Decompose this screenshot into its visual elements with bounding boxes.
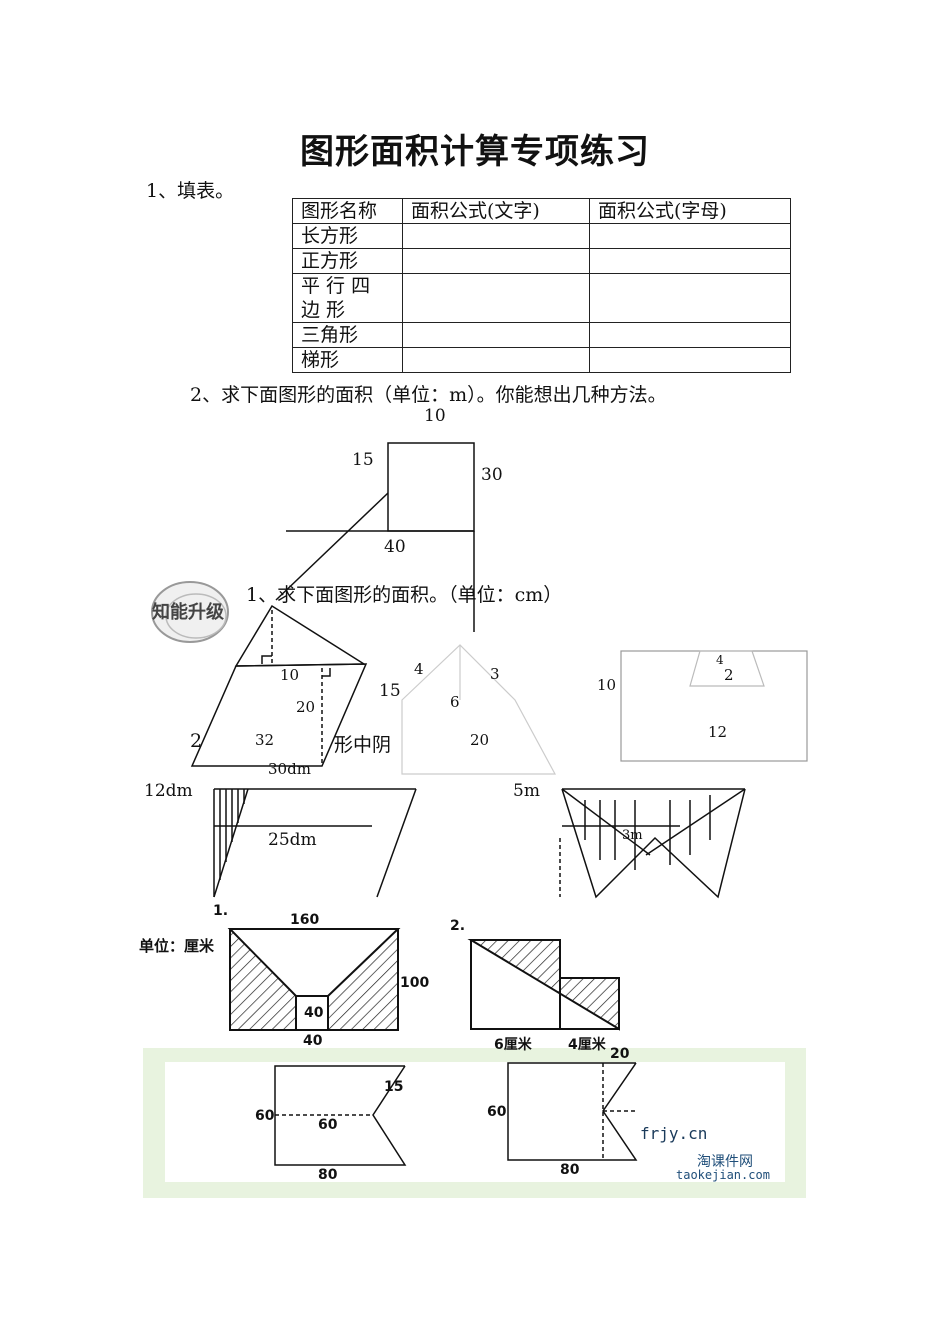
white-inner-panel	[165, 1062, 785, 1182]
table-cell[interactable]	[589, 322, 791, 348]
q6a-dim-80: 80	[318, 1167, 338, 1183]
q6a-dim-60-left: 60	[255, 1108, 275, 1124]
q3f2-dim-20: 20	[470, 731, 490, 749]
table-row: 长方形	[292, 223, 791, 249]
q5f1-dim-100: 100	[400, 975, 430, 991]
q4a-dim-12dm: 12dm	[144, 781, 193, 801]
q4b-zigzag	[561, 788, 746, 899]
q4b-dim-3m: 3m	[622, 828, 643, 843]
q3-parallelogram	[190, 663, 368, 767]
table-cell[interactable]	[402, 248, 590, 274]
table-cell[interactable]	[589, 248, 791, 274]
q3f2-dim-3: 3	[490, 665, 500, 683]
q5f2-dim-6cm: 6厘米	[494, 1037, 532, 1053]
q3f2-dim-15: 15	[379, 681, 401, 701]
q3-figure-2	[401, 644, 557, 775]
q3f3-dim-12: 12	[708, 723, 728, 741]
q5f1-dim-160: 160	[290, 912, 320, 928]
q4b-diag	[561, 788, 651, 856]
table-cell: 平 行 四 边 形	[292, 273, 403, 323]
q6b-outline	[507, 1062, 638, 1161]
logo-title: 淘课件网	[697, 1154, 753, 1170]
q4a-diagonal	[213, 788, 249, 898]
q2-diagonal-line	[275, 492, 389, 601]
q5f2-dim-4cm: 4厘米	[568, 1037, 606, 1053]
q3-figure-1	[190, 604, 368, 767]
q6a-outline	[274, 1065, 407, 1166]
table-cell: 三角形	[292, 322, 403, 348]
question-4-label-a: 2	[190, 730, 203, 752]
q4a-dim-25dm: 25dm	[268, 830, 317, 850]
q4a-right-line	[376, 788, 417, 898]
question-1-label: 1、填表。	[146, 180, 235, 202]
q3f3-dim-2: 2	[724, 666, 734, 684]
q3f2-dim-4: 4	[414, 660, 424, 678]
q6b-dim-20: 20	[610, 1046, 630, 1058]
q2-dim-15: 15	[352, 450, 374, 470]
q3f3-dim-10: 10	[597, 676, 617, 694]
q4b-diag	[645, 788, 746, 856]
q5-figure-2	[467, 939, 620, 1031]
table-cell[interactable]	[402, 347, 590, 373]
q6a-dim-15: 15	[384, 1079, 404, 1095]
q3-shape-2	[401, 644, 557, 775]
q6b-dim-80: 80	[560, 1162, 580, 1178]
q4-figure-b	[559, 788, 746, 899]
table-row: 正方形	[292, 248, 791, 274]
q2-square	[387, 442, 475, 532]
q5f1-dim-inner-40: 40	[304, 1005, 324, 1021]
q5f1-small-square	[295, 995, 329, 1031]
table-cell: 长方形	[292, 223, 403, 249]
q3-trapezoid-notch	[689, 650, 765, 687]
q3f1-dim-10: 10	[280, 666, 300, 684]
q2-dim-top: 10	[424, 406, 446, 426]
q2-figure	[275, 442, 475, 632]
q5f1-number: 1.	[213, 903, 229, 919]
q2-dim-40: 40	[384, 537, 406, 557]
q6-figure-a	[274, 1065, 407, 1166]
table-cell[interactable]	[589, 223, 791, 249]
q5f2-number: 2.	[450, 918, 466, 934]
table-cell[interactable]	[589, 347, 791, 373]
watermark-text: frjy.cn	[640, 1124, 708, 1143]
q6a-dim-60-inner: 60	[318, 1117, 338, 1133]
q3f1-dim-32: 32	[255, 731, 275, 749]
formula-table: 图形名称 面积公式(文字) 面积公式(字母) 长方形 正方形 平 行 四 边 形…	[292, 198, 791, 373]
q3-right-angle-2	[322, 668, 331, 677]
q3-right-angle	[261, 655, 272, 664]
q3f3-dim-4: 4	[716, 653, 724, 667]
logo-url: taokejian.com	[676, 1168, 770, 1182]
q4b-dim-5m: 5m	[513, 781, 540, 801]
badge-text: 知能升级	[152, 602, 224, 623]
question-3-label: 1、求下面图形的面积。（单位：cm）	[246, 584, 563, 606]
table-row: 平 行 四 边 形	[292, 273, 791, 323]
question-2-label: 2、求下面图形的面积（单位：m）。你能想出几种方法。	[190, 384, 667, 406]
table-cell[interactable]	[402, 322, 590, 348]
q3-triangle	[234, 604, 367, 667]
q3f1-dim-20: 20	[296, 698, 316, 716]
question-4-label-b: 形中阴	[334, 734, 392, 756]
badge-icon	[151, 581, 229, 643]
table-row: 梯形	[292, 347, 791, 373]
q6-figure-b	[507, 1062, 638, 1161]
q5-figure-1	[227, 928, 401, 1031]
knowledge-upgrade-badge: 知能升级	[146, 572, 234, 652]
q4-figure-a	[213, 788, 417, 898]
table-row: 三角形	[292, 322, 791, 348]
q3-figure-3	[620, 650, 808, 762]
q3f1-dim-30dm: 30dm	[268, 760, 311, 774]
q2-dim-30: 30	[481, 465, 503, 485]
page-title: 图形面积计算专项练习	[300, 132, 650, 172]
q5f1-dim-bottom-40: 40	[303, 1033, 323, 1049]
q5-unit: 单位：厘米	[139, 937, 215, 955]
q3-rect-3	[620, 650, 808, 762]
q3f2-dim-6: 6	[450, 693, 460, 711]
q6b-dim-60: 60	[487, 1104, 507, 1120]
